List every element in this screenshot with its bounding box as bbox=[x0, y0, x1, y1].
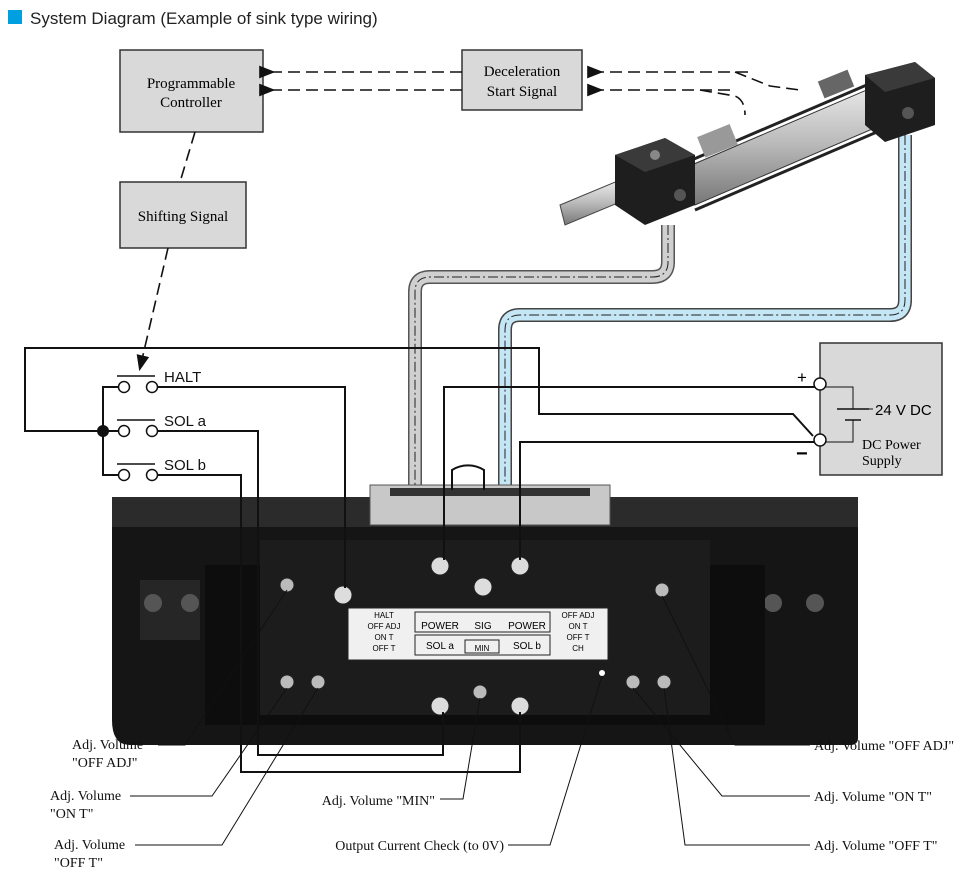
callout-left-off-adj-sub: "OFF ADJ" bbox=[72, 756, 138, 771]
svg-text:DC Power: DC Power bbox=[862, 438, 921, 453]
blue-cable bbox=[498, 135, 912, 492]
switch-sol-a-label: SOL a bbox=[164, 413, 207, 430]
switch-sol-b-label: SOL b bbox=[164, 457, 206, 474]
svg-text:MIN: MIN bbox=[475, 644, 490, 653]
svg-text:SOL b: SOL b bbox=[513, 641, 541, 652]
svg-text:POWER: POWER bbox=[421, 621, 459, 632]
svg-text:OFF T: OFF T bbox=[373, 644, 396, 653]
svg-text:OFF ADJ: OFF ADJ bbox=[562, 611, 595, 620]
hydraulic-cylinder bbox=[559, 62, 935, 226]
switches bbox=[117, 375, 159, 482]
callout-left-off-adj: Adj. Volume bbox=[72, 738, 143, 753]
jumper-wire bbox=[451, 464, 485, 490]
svg-text:CH: CH bbox=[572, 644, 584, 653]
svg-text:HALT: HALT bbox=[374, 611, 394, 620]
title-marker bbox=[8, 10, 22, 24]
svg-text:Supply: Supply bbox=[862, 454, 902, 469]
callout-right-on-t: Adj. Volume "ON T" bbox=[814, 790, 932, 805]
signal-lines bbox=[136, 65, 801, 372]
diagram-title: System Diagram (Example of sink type wir… bbox=[30, 9, 378, 28]
programmable-controller-box: Programmable Controller bbox=[119, 49, 264, 133]
svg-text:Shifting Signal: Shifting Signal bbox=[138, 209, 228, 225]
dc-power-supply: + − 24 V DC DC Power Supply bbox=[796, 342, 943, 476]
svg-text:OFF ADJ: OFF ADJ bbox=[368, 622, 401, 631]
svg-text:POWER: POWER bbox=[508, 621, 546, 632]
svg-text:Controller: Controller bbox=[160, 95, 222, 111]
svg-text:Programmable: Programmable bbox=[147, 76, 236, 92]
callout-min: Adj. Volume "MIN" bbox=[322, 794, 435, 809]
svg-text:ON T: ON T bbox=[375, 633, 394, 642]
callout-left-off-t: Adj. Volume bbox=[54, 838, 125, 853]
deceleration-signal-box: Deceleration Start Signal bbox=[461, 49, 583, 111]
switch-halt-label: HALT bbox=[164, 369, 201, 386]
svg-text:SIG: SIG bbox=[474, 621, 491, 632]
terminal-label-plate: HALT OFF ADJ ON T OFF T OFF ADJ ON T OFF… bbox=[347, 607, 609, 661]
svg-text:+: + bbox=[797, 368, 807, 387]
svg-text:Deceleration: Deceleration bbox=[484, 64, 561, 80]
svg-text:−: − bbox=[796, 443, 808, 465]
callout-left-on-t-sub: "ON T" bbox=[50, 807, 93, 822]
callout-leaders bbox=[130, 589, 810, 846]
wiring bbox=[24, 347, 815, 773]
callout-left-on-t: Adj. Volume bbox=[50, 789, 121, 804]
callout-output-check: Output Current Check (to 0V) bbox=[335, 839, 504, 854]
svg-text:OFF T: OFF T bbox=[567, 633, 590, 642]
svg-text:24 V DC: 24 V DC bbox=[875, 402, 932, 419]
callout-left-off-t-sub: "OFF T" bbox=[54, 856, 103, 871]
callout-right-off-t: Adj. Volume "OFF T" bbox=[814, 839, 937, 854]
svg-text:Start Signal: Start Signal bbox=[487, 84, 557, 100]
svg-text:SOL a: SOL a bbox=[426, 641, 454, 652]
callout-right-off-adj: Adj. Volume "OFF ADJ" bbox=[814, 739, 954, 754]
gray-cable bbox=[408, 225, 675, 492]
svg-text:ON T: ON T bbox=[569, 622, 588, 631]
shifting-signal-box: Shifting Signal bbox=[119, 181, 247, 249]
